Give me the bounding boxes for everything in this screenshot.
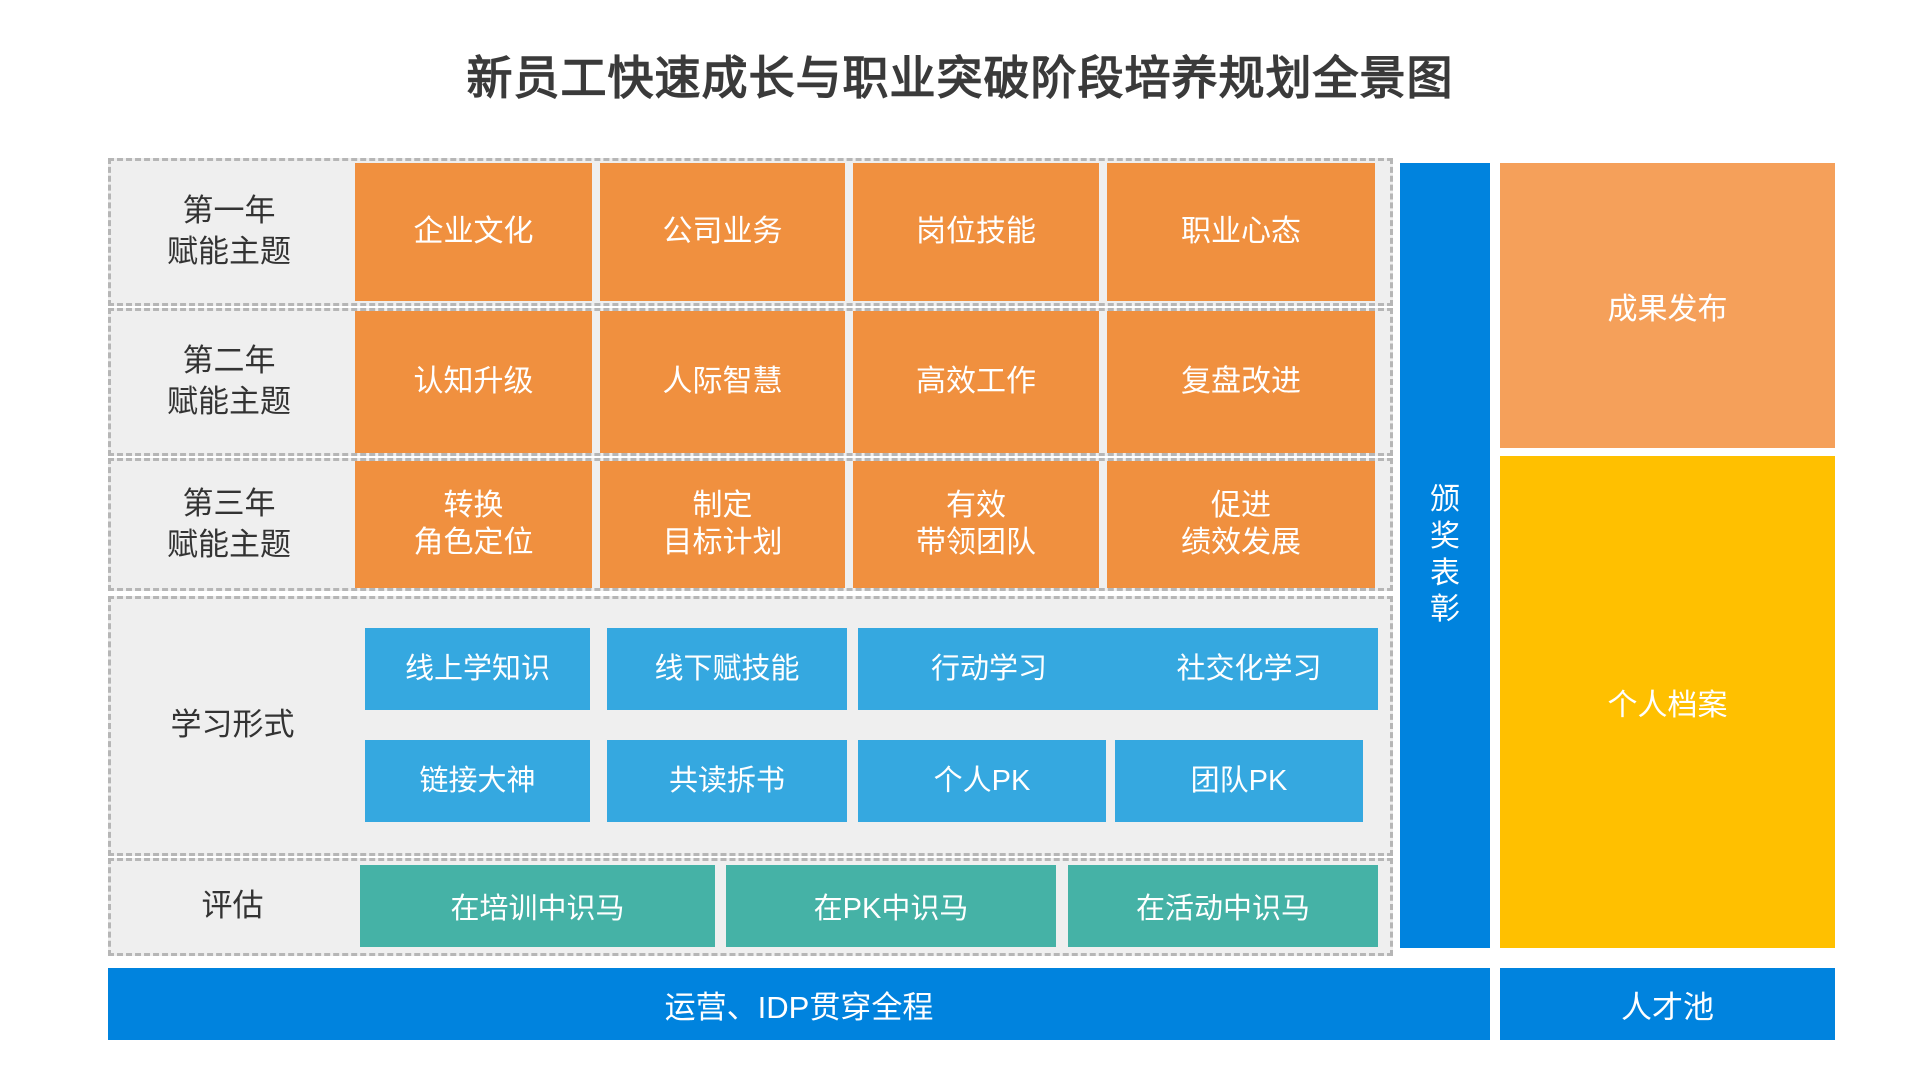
cell-text-line1: 转换: [443, 488, 504, 522]
cell-text-line1: 制定: [692, 488, 753, 522]
award-char-3: 表: [1430, 556, 1460, 590]
cell-text-line1: 岗位技能: [916, 214, 1036, 248]
year-row-2-cell-4[interactable]: 复盘改进: [1107, 311, 1375, 453]
year-row-3-cell-4[interactable]: 促进 绩效发展: [1107, 461, 1375, 588]
learning-item-offline-skill[interactable]: 线下赋技能: [607, 628, 847, 710]
learning-label-text: 学习形式: [170, 706, 295, 742]
learning-item-team-pk[interactable]: 团队PK: [1115, 740, 1363, 822]
year-row-2-label: 第二年 赋能主题: [115, 315, 343, 449]
cell-text-line2: 角色定位: [413, 525, 534, 559]
cell-text-line1: 成果发布: [1607, 292, 1728, 326]
award-column[interactable]: 颁 奖 表 彰: [1400, 163, 1490, 948]
cell-text-line1: 在活动中识马: [1135, 893, 1310, 925]
cell-text-line1: 线下赋技能: [654, 652, 800, 685]
cell-text-line1: 人际智慧: [662, 364, 783, 398]
cell-text-line1: 个人档案: [1607, 689, 1728, 722]
learning-item-action-learning[interactable]: 行动学习: [858, 628, 1120, 710]
cell-text-line1: 职业心态: [1181, 214, 1301, 248]
evaluation-item-pk[interactable]: 在PK中识马: [726, 865, 1056, 947]
cell-text-line1: 团队PK: [1190, 764, 1288, 797]
year-row-3-label: 第三年 赋能主题: [115, 463, 343, 586]
cell-text-line1: 行动学习: [930, 652, 1047, 685]
year-row-1-cell-3[interactable]: 岗位技能: [853, 163, 1099, 301]
evaluation-label-text: 评估: [201, 887, 264, 923]
learning-item-connect-expert[interactable]: 链接大神: [365, 740, 590, 822]
year-row-3-label-line2: 赋能主题: [167, 526, 291, 562]
year-row-2-label-line1: 第二年: [182, 343, 276, 379]
cell-text-line1: 链接大神: [419, 764, 536, 797]
evaluation-item-training[interactable]: 在培训中识马: [360, 865, 715, 947]
year-row-2-cell-3[interactable]: 高效工作: [853, 311, 1099, 453]
year-row-3-label-line1: 第三年: [182, 485, 276, 521]
year-row-3-cell-2[interactable]: 制定 目标计划: [600, 461, 845, 588]
year-row-1-label: 第一年 赋能主题: [115, 165, 343, 299]
learning-item-personal-pk[interactable]: 个人PK: [858, 740, 1106, 822]
year-row-1-cell-1[interactable]: 企业文化: [355, 163, 592, 301]
award-char-2: 奖: [1430, 519, 1460, 553]
year-row-2-cell-2[interactable]: 人际智慧: [600, 311, 845, 453]
year-row-1-label-line2: 赋能主题: [167, 234, 291, 269]
cell-text-line1: 社交化学习: [1176, 652, 1322, 685]
cell-text-line1: 在培训中识马: [450, 893, 625, 925]
cell-text-line1: 线上学知识: [404, 652, 550, 685]
talent-pool-label: 人才池: [1621, 989, 1714, 1025]
learning-label: 学习形式: [115, 600, 350, 850]
evaluation-item-activity[interactable]: 在活动中识马: [1068, 865, 1378, 947]
cell-text-line1: 共读拆书: [668, 764, 785, 797]
cell-text-line1: 复盘改进: [1181, 364, 1301, 398]
year-row-1-cell-2[interactable]: 公司业务: [600, 163, 845, 301]
evaluation-label: 评估: [115, 860, 350, 952]
year-row-1-cell-4[interactable]: 职业心态: [1107, 163, 1375, 301]
cell-text-line1: 个人PK: [933, 764, 1031, 797]
personal-profile-panel[interactable]: 个人档案: [1500, 456, 1835, 948]
cell-text-line2: 绩效发展: [1181, 525, 1301, 559]
operations-idp-label: 运营、IDP贯穿全程: [664, 989, 934, 1025]
cell-text-line1: 公司业务: [662, 214, 783, 248]
year-row-2-label-line2: 赋能主题: [167, 384, 291, 419]
learning-item-social-learning[interactable]: 社交化学习: [1120, 628, 1378, 710]
cell-text-line1: 企业文化: [413, 214, 534, 248]
award-char-1: 颁: [1430, 483, 1460, 517]
achievement-release-panel[interactable]: 成果发布: [1500, 163, 1835, 448]
year-row-3-cell-1[interactable]: 转换 角色定位: [355, 461, 592, 588]
cell-text-line2: 带领团队: [916, 525, 1036, 559]
year-row-2-cell-1[interactable]: 认知升级: [355, 311, 592, 453]
cell-text-line1: 有效: [946, 488, 1006, 522]
cell-text-line1: 高效工作: [916, 364, 1036, 398]
award-char-4: 彰: [1430, 593, 1460, 627]
cell-text-line1: 促进: [1211, 488, 1271, 522]
cell-text-line1: 认知升级: [413, 364, 534, 398]
talent-pool-bar[interactable]: 人才池: [1500, 968, 1835, 1040]
operations-idp-bar[interactable]: 运营、IDP贯穿全程: [108, 968, 1490, 1040]
cell-text-line2: 目标计划: [662, 525, 783, 559]
learning-item-online-knowledge[interactable]: 线上学知识: [365, 628, 590, 710]
page-title: 新员工快速成长与职业突破阶段培养规划全景图: [466, 52, 1454, 104]
year-row-3-cell-3[interactable]: 有效 带领团队: [853, 461, 1099, 588]
year-row-1-label-line1: 第一年: [182, 193, 276, 229]
cell-text-line1: 在PK中识马: [813, 893, 969, 925]
learning-item-book-reading[interactable]: 共读拆书: [607, 740, 847, 822]
